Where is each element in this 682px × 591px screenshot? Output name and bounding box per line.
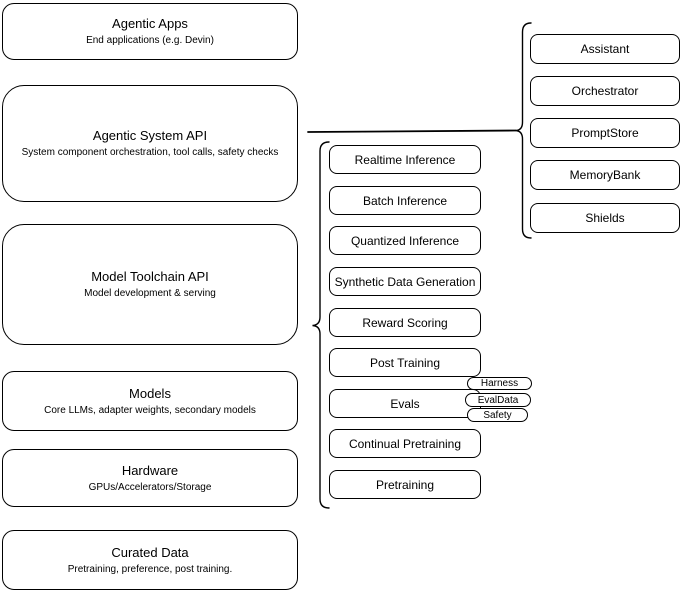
- node-hardware: Hardware GPUs/Accelerators/Storage: [2, 449, 298, 507]
- toolchain-node-pretraining: Pretraining: [329, 470, 481, 499]
- toolchain-node-batch-inference: Batch Inference: [329, 186, 481, 215]
- toolchain-node-evals: Evals: [329, 389, 481, 418]
- system-curly-brace: [515, 22, 532, 239]
- toolchain-node-continual-pretraining: Continual Pretraining: [329, 429, 481, 458]
- node-model-toolchain-api: Model Toolchain API Model development & …: [2, 224, 298, 345]
- evals-tag-evaldata: EvalData: [465, 393, 531, 407]
- node-title: Hardware: [121, 462, 179, 478]
- toolchain-node-post-training: Post Training: [329, 348, 481, 377]
- node-subtitle: Pretraining, preference, post training.: [67, 563, 233, 575]
- node-agentic-system-api: Agentic System API System component orch…: [2, 85, 298, 202]
- node-subtitle: GPUs/Accelerators/Storage: [88, 481, 212, 493]
- system-node-assistant: Assistant: [530, 34, 680, 64]
- node-agentic-apps: Agentic Apps End applications (e.g. Devi…: [2, 3, 298, 60]
- system-node-orchestrator: Orchestrator: [530, 76, 680, 106]
- toolchain-curly-brace: [312, 141, 330, 509]
- node-title: Models: [129, 385, 171, 401]
- node-title: Agentic System API: [92, 128, 208, 143]
- node-subtitle: System component orchestration, tool cal…: [21, 147, 279, 158]
- node-subtitle: Core LLMs, adapter weights, secondary mo…: [44, 404, 256, 416]
- system-node-shields: Shields: [530, 203, 680, 233]
- system-connector-line: [307, 129, 517, 133]
- system-node-memorybank: MemoryBank: [530, 160, 680, 190]
- node-title: Curated Data: [111, 544, 189, 560]
- node-curated-data: Curated Data Pretraining, preference, po…: [2, 530, 298, 590]
- node-models: Models Core LLMs, adapter weights, secon…: [2, 371, 298, 431]
- system-node-promptstore: PromptStore: [530, 118, 680, 148]
- toolchain-node-realtime-inference: Realtime Inference: [329, 145, 481, 174]
- toolchain-node-reward-scoring: Reward Scoring: [329, 308, 481, 337]
- toolchain-node-quantized-inference: Quantized Inference: [329, 226, 481, 255]
- node-subtitle: End applications (e.g. Devin): [86, 35, 214, 46]
- node-subtitle: Model development & serving: [84, 288, 216, 299]
- node-title: Model Toolchain API: [91, 269, 209, 284]
- node-title: Agentic Apps: [112, 16, 188, 31]
- toolchain-node-synthetic-data-generation: Synthetic Data Generation: [329, 267, 481, 296]
- evals-tag-harness: Harness: [467, 377, 532, 390]
- evals-tag-safety: Safety: [467, 408, 528, 422]
